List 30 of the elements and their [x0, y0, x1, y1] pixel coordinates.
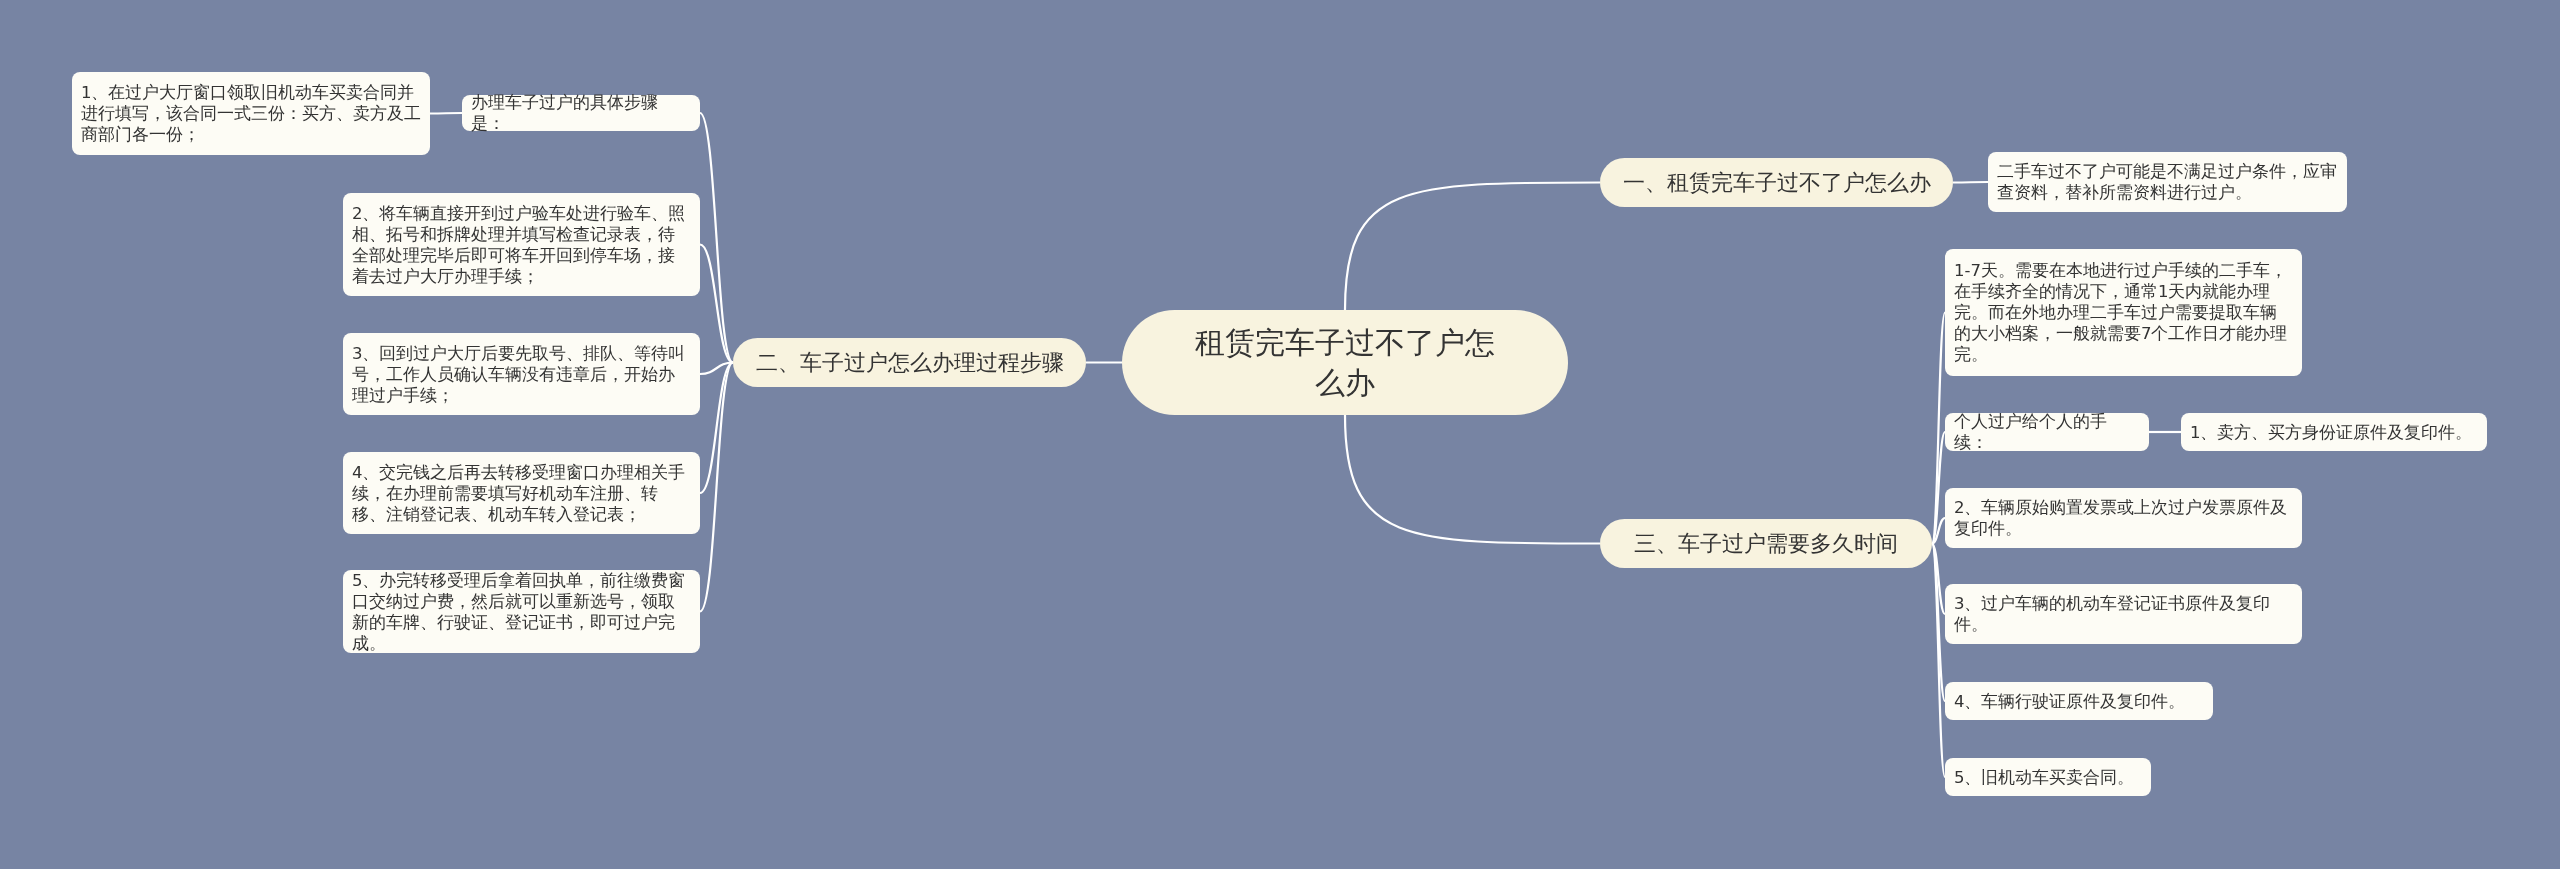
note-box: 5、办完转移受理后拿着回执单，前往缴费窗口交纳过户费，然后就可以重新选号，领取新的车牌、行驶证、登记证书，即可过户完成。 [343, 570, 700, 653]
note-box: 2、车辆原始购置发票或上次过户发票原件及复印件。 [1945, 488, 2302, 548]
note-box: 3、过户车辆的机动车登记证书原件及复印件。 [1945, 584, 2302, 644]
note-box: 1、卖方、买方身份证原件及复印件。 [2181, 413, 2487, 451]
connector-line [1953, 180, 1988, 184]
connector-line [430, 111, 462, 115]
topic-bubble: 一、租赁完车子过不了户怎么办 [1600, 158, 1953, 207]
connector-line [1343, 414, 1600, 545]
connector-line [699, 243, 734, 364]
topic-bubble: 三、车子过户需要多久时间 [1600, 519, 1932, 568]
note-box: 1、在过户大厅窗口领取旧机动车买卖合同并进行填写，该合同一式三份：买方、卖方及工商部门各一份； [72, 72, 430, 155]
connector-line [2149, 430, 2181, 434]
note-box: 4、交完钱之后再去转移受理窗口办理相关手续，在办理前需要填写好机动车注册、转移、注销登记表、机动车转入登记表； [343, 452, 700, 534]
connector-line [699, 361, 734, 494]
note-box: 5、旧机动车买卖合同。 [1945, 758, 2151, 796]
note-box: 2、将车辆直接开到过户验车处进行验车、照相、拓号和拆牌处理并填写检查记录表，待全部处理完毕后即可将车开回到停车场，接着去过户大厅办理手续； [343, 193, 700, 296]
note-box: 3、回到过户大厅后要先取号、排队、等待叫号，工作人员确认车辆没有违章后，开始办理过户手续； [343, 333, 700, 415]
connector-line [1343, 181, 1600, 311]
connector-line [1931, 517, 1946, 545]
title-bubble: 租赁完车子过不了户怎么办 [1122, 310, 1568, 415]
note-box: 二手车过不了户可能是不满足过户条件，应审查资料，替补所需资料进行过户。 [1988, 152, 2347, 212]
connector-line [1086, 361, 1122, 364]
note-box: 4、车辆行驶证原件及复印件。 [1945, 682, 2213, 720]
note-box: 1-7天。需要在本地进行过户手续的二手车，在手续齐全的情况下，通常1天内就能办理完。而在外地办理二手车过户需要提取车辆的大小档案，一般就需要7个工作日才能办理完。 [1945, 249, 2302, 376]
note-box: 个人过户给个人的手续： [1945, 413, 2149, 451]
connector-line [699, 112, 734, 364]
topic-bubble: 二、车子过户怎么办理过程步骤 [733, 338, 1086, 387]
connector-line [699, 361, 734, 613]
connector-line [1931, 542, 1946, 615]
note-box: 办理车子过户的具体步骤是： [462, 95, 700, 131]
